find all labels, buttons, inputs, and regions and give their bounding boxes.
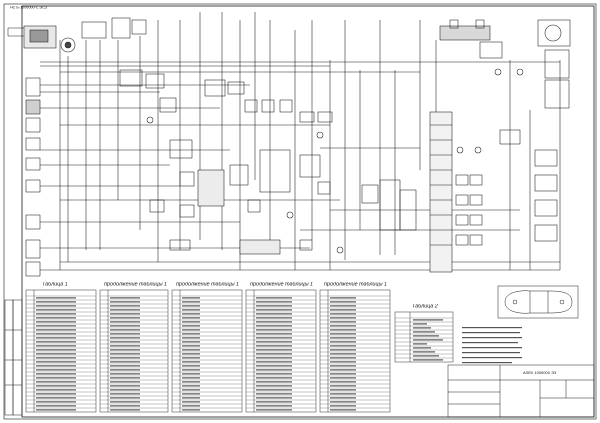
table1-continuation-title-a: продолжение таблицы 1: [104, 282, 168, 288]
table-text-marks: [36, 297, 443, 411]
notes-block: [462, 327, 522, 364]
table1-continuation-title-c: продолжение таблицы 1: [250, 282, 314, 288]
table1-continuation-title-d: продолжение таблицы 1: [324, 282, 388, 288]
schematic: [23, 12, 571, 277]
left-side-strips: [4, 299, 23, 416]
car-layout-sketch: [497, 285, 579, 319]
table1-continuation-title-b: продолжение таблицы 1: [176, 282, 240, 288]
inner-frame: [21, 5, 595, 418]
table-row-lines: [26, 295, 453, 409]
ecu-block: [429, 111, 453, 273]
component-tables: [25, 289, 454, 413]
table1-title: Таблица 1: [42, 282, 68, 288]
title-block-code: АЛЕ0 1000000 Э3: [523, 371, 557, 376]
title-block: [447, 364, 595, 418]
outer-frame: [3, 3, 597, 420]
drawing-code-text: НС Б-1000000-С.ЭС3: [10, 6, 47, 10]
table2-title: Таблица 2: [412, 304, 438, 310]
